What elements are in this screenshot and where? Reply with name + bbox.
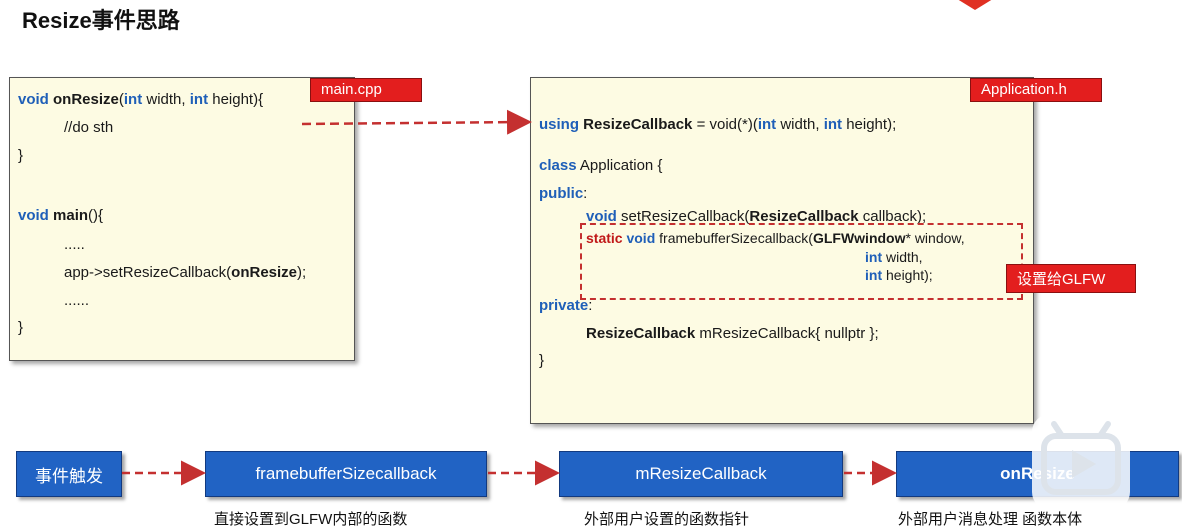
code-line-onresize: void onResize(int width, int height){ xyxy=(18,91,264,108)
flow-caption-function-pointer: 外部用户设置的函数指针 xyxy=(584,511,750,528)
flow-step-event-trigger: 事件触发 xyxy=(16,451,122,497)
code-line-class: class Application { xyxy=(539,157,663,174)
code-line-set-callback: app->setResizeCallback(onResize); xyxy=(64,264,307,281)
code-line-ellipsis-2: ...... xyxy=(64,292,90,309)
application-h-code-box xyxy=(530,77,1034,424)
set-to-glfw-label: 设置给GLFW xyxy=(1006,264,1136,293)
code-line-close-brace: } xyxy=(18,147,24,164)
code-line-main: void main(){ xyxy=(18,207,104,224)
static-callback-highlight xyxy=(580,223,1023,300)
code-line-width-param: int width, xyxy=(865,249,923,265)
code-line-using: using ResizeCallback = void(*)(int width… xyxy=(539,116,897,133)
code-line-member: ResizeCallback mResizeCallback{ nullptr … xyxy=(586,325,879,342)
arrow-main-to-app xyxy=(301,109,532,135)
code-line-public: public: xyxy=(539,185,588,202)
video-play-icon[interactable] xyxy=(1032,414,1130,510)
flow-step-framebuffer-callback: framebufferSizecallback xyxy=(205,451,487,497)
code-line-close-brace-2: } xyxy=(18,319,24,336)
page-title: Resize事件思路 xyxy=(22,8,180,33)
code-line-set-resize-callback: void setResizeCallback(ResizeCallback ca… xyxy=(586,208,927,225)
code-line-ellipsis: ..... xyxy=(64,236,85,253)
logo-mark-icon xyxy=(958,0,992,10)
main-cpp-file-tag: main.cpp xyxy=(310,78,422,102)
main-cpp-code-box xyxy=(9,77,355,361)
code-line-class-close: } xyxy=(539,352,545,369)
flow-caption-handler-body: 外部用户消息处理 函数本体 xyxy=(898,511,1083,528)
code-line-static-callback: static void framebufferSizecallback(GLFW… xyxy=(586,230,965,246)
flow-caption-glfw-internal: 直接设置到GLFW内部的函数 xyxy=(214,511,408,528)
code-line-comment: //do sth xyxy=(64,119,114,136)
flow-step-mresize-callback: mResizeCallback xyxy=(559,451,843,497)
code-line-private: private: xyxy=(539,297,593,314)
application-h-file-tag: Application.h xyxy=(970,78,1102,102)
code-line-height-param: int height); xyxy=(865,267,933,283)
